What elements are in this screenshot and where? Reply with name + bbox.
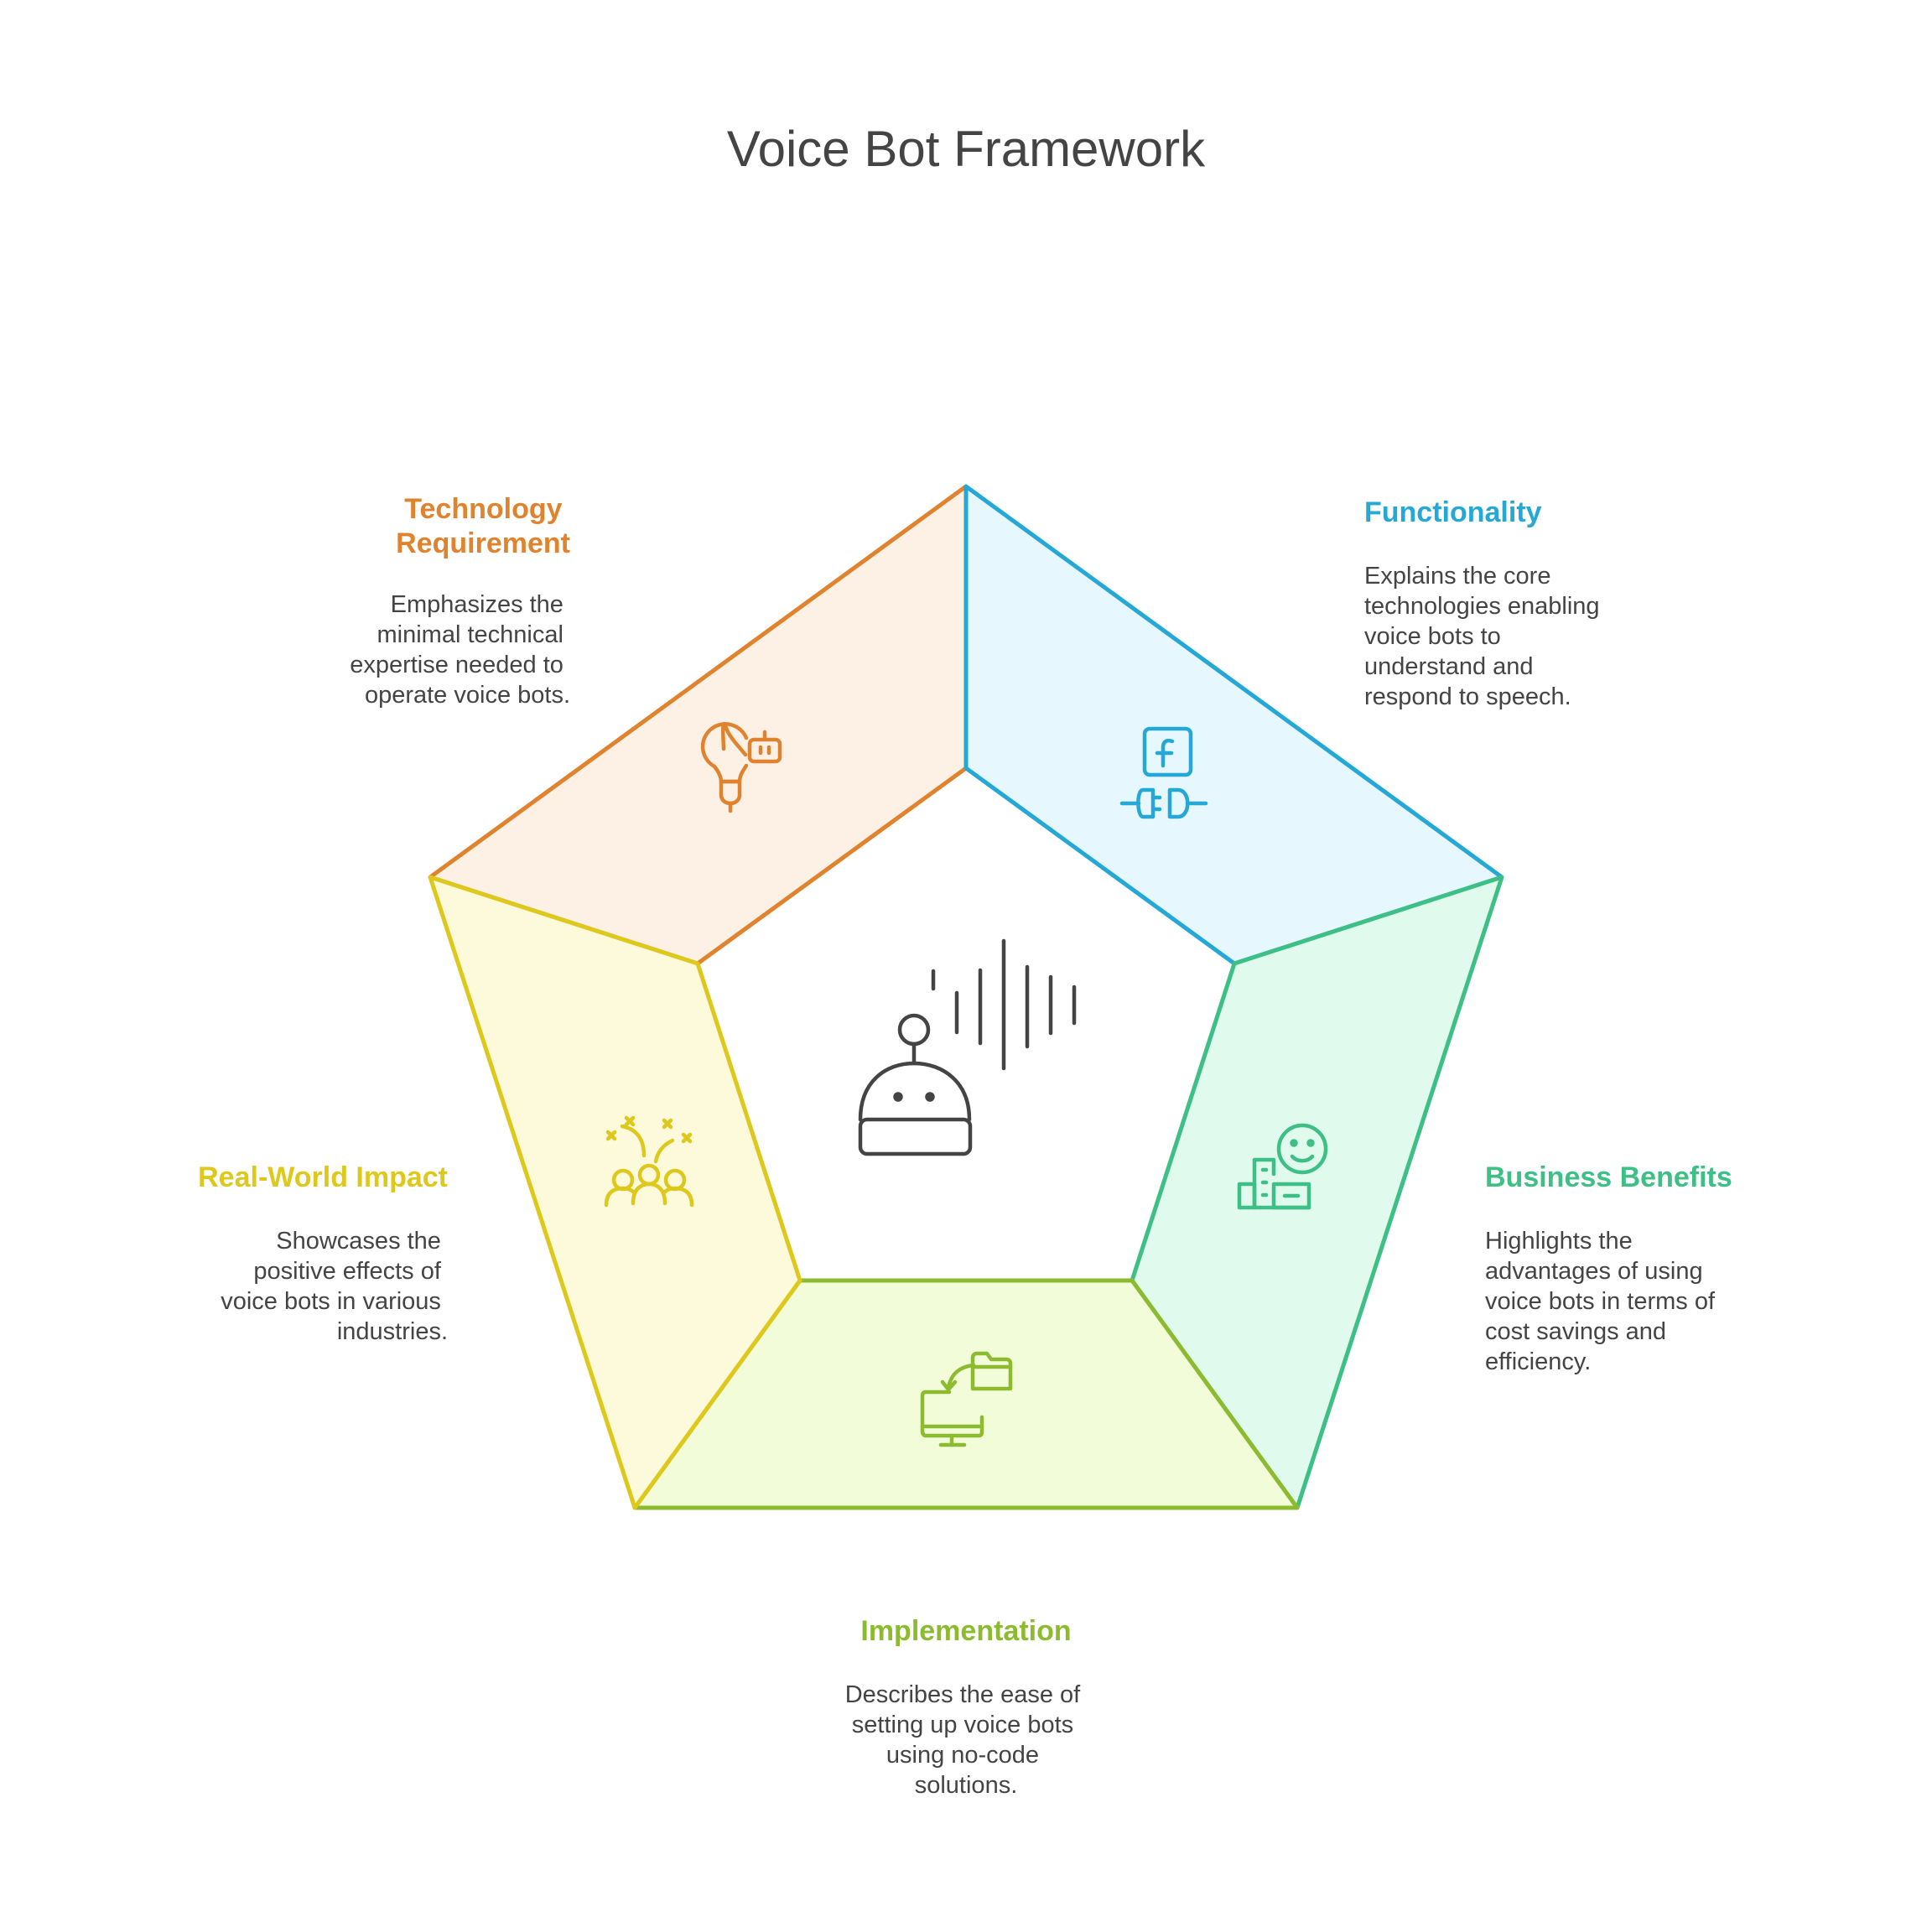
business-title: Business Benefits	[1485, 1161, 1732, 1193]
monitor-folder-icon	[920, 1351, 1013, 1447]
impact-description: Showcases the positive effects of voice …	[221, 1228, 448, 1345]
functionality-description: Explains the core technologies enabling …	[1364, 563, 1607, 710]
smiling-business-icon	[1237, 1123, 1328, 1210]
impact-title: Real-World Impact	[198, 1161, 448, 1193]
label-technology: Technology Requirement Emphasizes the mi…	[350, 493, 570, 709]
diagram-title: Voice Bot Framework	[727, 121, 1206, 177]
label-functionality: Functionality Explains the core technolo…	[1364, 496, 1607, 710]
implementation-description: Describes the ease of setting up voice b…	[845, 1681, 1088, 1799]
robot-voice-icon	[858, 938, 1077, 1156]
technology-description: Emphasizes the minimal technical experti…	[350, 591, 570, 709]
segment-impact-shape	[428, 875, 802, 1510]
framework-plug-icon	[1119, 726, 1208, 819]
people-celebration-icon	[604, 1115, 694, 1208]
technology-title: Technology Requirement	[396, 493, 570, 559]
label-implementation: Implementation Describes the ease of set…	[845, 1615, 1088, 1799]
segment-functionality	[963, 484, 1504, 966]
implementation-title: Implementation	[860, 1615, 1071, 1647]
label-business: Business Benefits Highlights the advanta…	[1485, 1161, 1732, 1375]
functionality-title: Functionality	[1364, 496, 1542, 528]
label-impact: Real-World Impact Showcases the positive…	[198, 1161, 448, 1345]
segment-functionality-shape	[963, 484, 1504, 966]
business-description: Highlights the advantages of using voice…	[1485, 1228, 1722, 1375]
segment-impact	[428, 875, 802, 1510]
lightbulb-robot-icon	[700, 722, 782, 813]
